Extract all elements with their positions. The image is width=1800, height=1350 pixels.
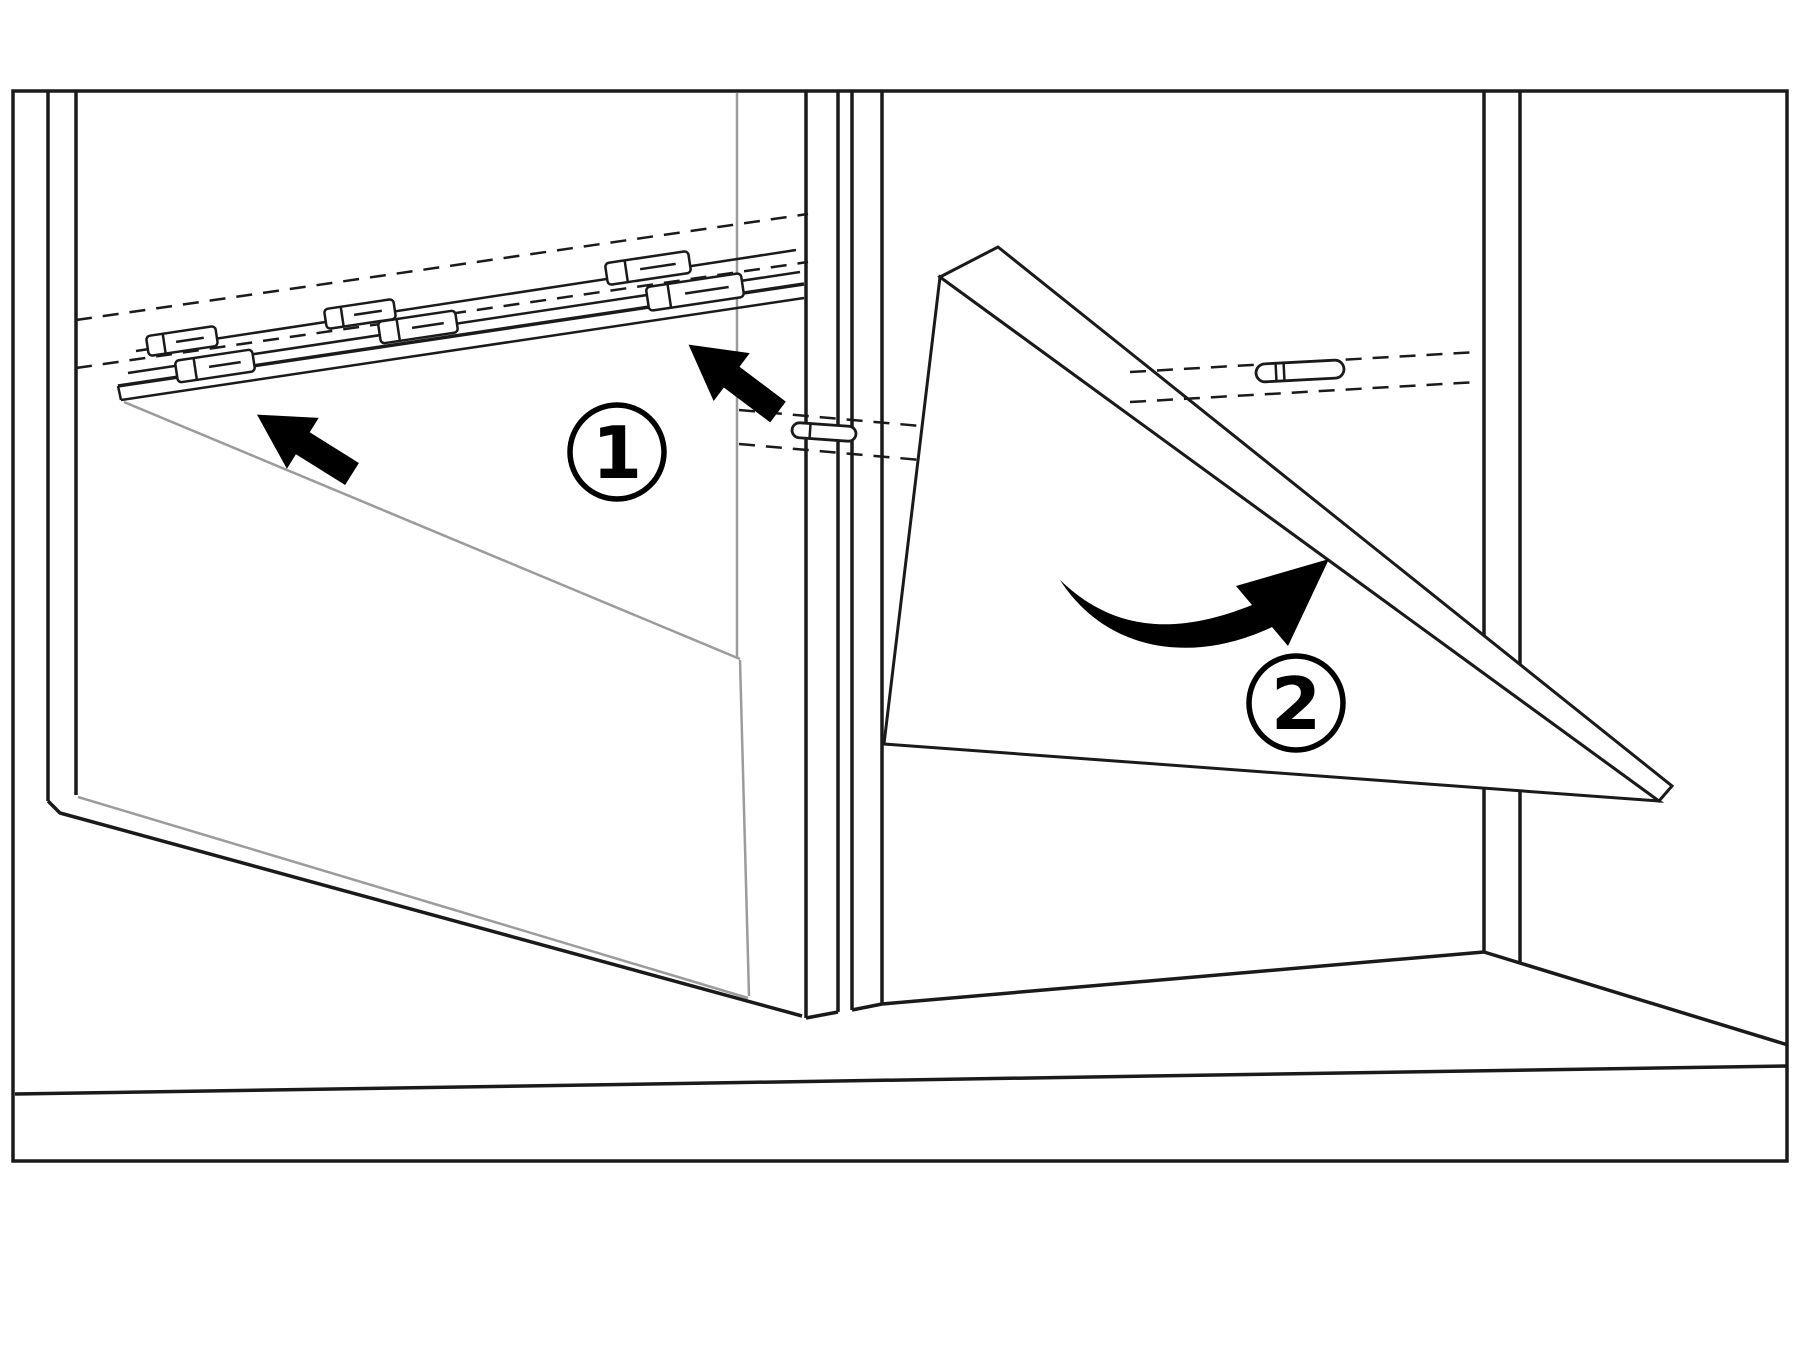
step-1-label: 1 (592, 411, 642, 495)
shelf-panel-step1 (116, 248, 805, 402)
insert-arrow-left (257, 414, 359, 486)
arrow-up-left-icon (257, 414, 359, 486)
runner-clip-icon (323, 298, 397, 330)
slide-pin-icon (790, 421, 858, 443)
target-position-dashed-step1 (74, 212, 809, 370)
arrow-up-left-icon (688, 344, 786, 423)
step-2-badge: 2 (1246, 653, 1346, 753)
runner-clip-icon (145, 325, 219, 357)
runner-clip-icon (377, 309, 459, 345)
rotate-arrow (1060, 559, 1329, 648)
arrow-rotate-up-icon (1060, 559, 1329, 648)
slide-pin-icon (1254, 358, 1346, 384)
runner-clip-icon (645, 272, 745, 312)
left-cabinet (46, 92, 840, 1020)
drawer-runner-clips (145, 250, 745, 384)
runner-clip-icon (604, 250, 692, 286)
step-1-badge: 1 (567, 402, 667, 502)
rotating-panel-step2 (882, 245, 1675, 804)
runner-clip-icon (174, 348, 256, 384)
right-cabinet (850, 92, 1789, 1047)
ground-line (14, 1064, 1789, 1096)
insert-arrow-right (688, 344, 786, 423)
step-2-label: 2 (1271, 662, 1321, 746)
